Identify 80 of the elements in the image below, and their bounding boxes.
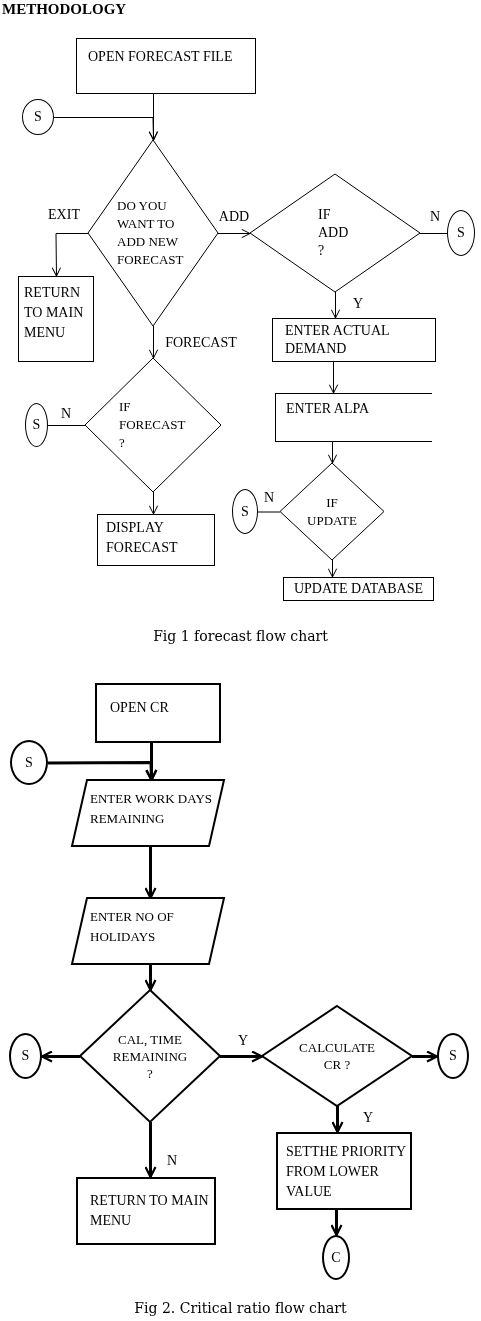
step-label: DISPLAY FORECAST bbox=[106, 519, 179, 557]
decision-diamond bbox=[250, 174, 420, 292]
edge-label: N bbox=[262, 489, 276, 505]
decision-diamond bbox=[262, 1006, 412, 1106]
connector-line bbox=[47, 425, 86, 426]
decision-diamond bbox=[85, 358, 221, 492]
figure-caption: Fig 2. Critical ratio flow chart bbox=[133, 1299, 348, 1317]
connector-label: S bbox=[25, 754, 33, 771]
flow-arrow bbox=[148, 491, 159, 515]
connector-circle bbox=[10, 740, 48, 785]
edge-label: N bbox=[165, 1152, 179, 1168]
decision-diamond bbox=[280, 463, 384, 560]
step-label: OPEN CR bbox=[110, 699, 169, 717]
flow-arrow bbox=[330, 1210, 343, 1237]
step-label: ENTER WORK DAYS REMAINING bbox=[90, 790, 214, 828]
decision-label: IF ADD ? bbox=[318, 206, 350, 260]
connector-line bbox=[419, 233, 448, 234]
flow-arrow bbox=[148, 325, 159, 359]
decision-label: CALCULATE CR ? bbox=[298, 1039, 376, 1073]
flow-arrow bbox=[40, 1050, 80, 1063]
process-box bbox=[275, 393, 432, 442]
connector-circle bbox=[437, 1033, 469, 1079]
process-box bbox=[95, 683, 221, 743]
decision-diamond bbox=[80, 990, 220, 1122]
step-label: SETTHE PRIORITY FROM LOWER VALUE bbox=[286, 1143, 407, 1201]
flow-arrow bbox=[217, 228, 251, 239]
flow-arrow bbox=[220, 1050, 264, 1063]
flow-arrow bbox=[328, 361, 339, 394]
step-label: ENTER ACTUAL DEMAND bbox=[285, 322, 391, 358]
process-box bbox=[18, 276, 94, 362]
flow-arrow bbox=[327, 441, 338, 464]
connector-circle bbox=[322, 1235, 350, 1280]
flow-arrow bbox=[53, 117, 158, 141]
connector-circle bbox=[9, 1033, 42, 1079]
process-box bbox=[76, 38, 256, 94]
process-box bbox=[76, 1177, 216, 1245]
step-label: ENTER NO OF HOLIDAYS bbox=[90, 908, 175, 946]
edge-label: N bbox=[59, 405, 73, 421]
section-heading: METHODOLOGY bbox=[2, 0, 127, 18]
step-label: RETURN TO MAIN MENU bbox=[90, 1192, 210, 1230]
step-label: OPEN FORECAST FILE bbox=[88, 48, 233, 66]
edge-label: EXIT bbox=[47, 206, 81, 222]
figure-caption: Fig 1 forecast flow chart bbox=[152, 627, 329, 645]
flow-arrow bbox=[412, 1050, 439, 1063]
edge-label: Y bbox=[351, 295, 365, 311]
connector-line bbox=[257, 511, 281, 513]
connector-label: S bbox=[21, 1048, 30, 1064]
connector-label: S bbox=[449, 1048, 457, 1064]
process-box bbox=[283, 577, 434, 601]
step-label: RETURN TO MAIN MENU bbox=[24, 284, 85, 342]
flow-arrow bbox=[144, 964, 157, 992]
flow-arrow bbox=[48, 761, 158, 782]
connector-label: S bbox=[34, 109, 42, 125]
process-box bbox=[276, 1132, 412, 1210]
decision-diamond bbox=[88, 140, 218, 326]
edge-label: Y bbox=[361, 1109, 375, 1125]
process-box bbox=[97, 514, 215, 566]
edge-label: FORECAST bbox=[164, 334, 238, 350]
flow-arrow bbox=[144, 1122, 157, 1179]
flow-arrow bbox=[51, 233, 89, 277]
step-label: ENTER ALPA bbox=[286, 400, 370, 418]
input-parallelogram bbox=[72, 898, 224, 964]
edge-label: ADD bbox=[217, 208, 251, 224]
step-label: UPDATE DATABASE bbox=[293, 580, 424, 598]
flow-arrow bbox=[330, 291, 341, 319]
decision-label: IF FORECAST ? bbox=[119, 398, 187, 452]
input-parallelogram bbox=[72, 780, 224, 846]
edge-label: N bbox=[428, 208, 442, 224]
flow-arrow bbox=[144, 846, 157, 900]
decision-label: DO YOU WANT TO ADD NEW FORECAST bbox=[117, 197, 185, 269]
connector-label: S bbox=[457, 225, 465, 241]
connector-label: S bbox=[241, 503, 249, 520]
flow-arrow bbox=[327, 559, 338, 578]
decision-label: IF UPDATE bbox=[306, 493, 358, 530]
process-box bbox=[272, 318, 436, 362]
flow-arrow bbox=[331, 1106, 344, 1134]
edge-label: Y bbox=[236, 1032, 250, 1048]
decision-label: CAL, TIME REMAINING ? bbox=[111, 1030, 189, 1082]
connector-label: S bbox=[32, 417, 41, 433]
connector-label: C bbox=[331, 1249, 341, 1266]
